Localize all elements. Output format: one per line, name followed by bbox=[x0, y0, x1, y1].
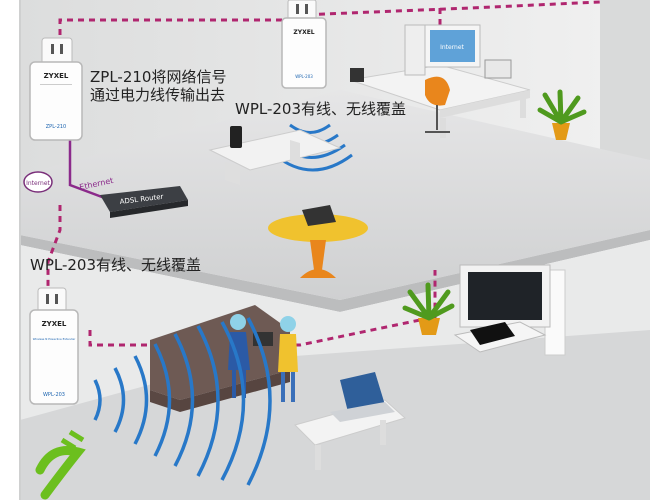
upper-left-desk bbox=[208, 126, 342, 185]
plant-icon bbox=[537, 89, 587, 140]
svg-text:ZYXEL: ZYXEL bbox=[293, 29, 314, 36]
printer-icon bbox=[484, 59, 512, 79]
zpl-210-adapter: ZYXEL ZPL-210 bbox=[29, 61, 83, 141]
wpl-upper-caption: WPL-203有线、无线覆盖 bbox=[235, 100, 407, 118]
laptop-table bbox=[294, 372, 406, 470]
set-top-box-icon bbox=[470, 322, 515, 345]
desk-phone-icon bbox=[350, 68, 364, 82]
people-figures bbox=[228, 314, 298, 402]
svg-text:Wireless N Powerline Extender: Wireless N Powerline Extender bbox=[33, 337, 76, 341]
wifi-waves-icon bbox=[93, 317, 272, 486]
upper-floor bbox=[20, 90, 650, 300]
laptop-icon bbox=[340, 372, 385, 412]
wpl-203-lower-adapter: ZYXEL Wireless N Powerline Extender WPL-… bbox=[29, 309, 79, 405]
svg-text:Internet: Internet bbox=[26, 180, 50, 187]
svg-text:WPL-203: WPL-203 bbox=[43, 392, 65, 398]
wall-outlet-icon bbox=[37, 287, 67, 313]
office-chair bbox=[425, 76, 450, 133]
internet-globe-icon: Internet bbox=[23, 171, 53, 193]
eco-plug-icon bbox=[35, 429, 86, 500]
zpl-caption-line2: 通过电力线传输出去 bbox=[90, 86, 226, 104]
svg-text:WPL-203: WPL-203 bbox=[295, 74, 313, 79]
wall-outlet-icon bbox=[287, 0, 317, 21]
upper-floor-edge bbox=[20, 230, 650, 312]
upper-right-wall bbox=[600, 0, 650, 175]
adsl-router: ADSL Router bbox=[100, 186, 188, 218]
svg-text:ZYXEL: ZYXEL bbox=[44, 72, 69, 80]
tv-set bbox=[453, 264, 566, 356]
svg-text:ZYXEL: ZYXEL bbox=[42, 320, 67, 328]
tablet-icon bbox=[302, 205, 336, 226]
monitor-screen bbox=[430, 30, 475, 62]
wpl-203-upper-adapter: ZYXEL WPL-203 bbox=[281, 17, 327, 89]
plant-icon bbox=[402, 282, 455, 335]
wpl-lower-caption: WPL-203有线、无线覆盖 bbox=[30, 256, 202, 274]
svg-text:ZPL-210: ZPL-210 bbox=[46, 124, 67, 130]
wall-outlet-icon bbox=[41, 37, 73, 65]
round-table bbox=[268, 205, 368, 278]
svg-text:Internet: Internet bbox=[440, 44, 464, 51]
smartphone-icon bbox=[230, 126, 242, 148]
zpl-caption-line1: ZPL-210将网络信号 bbox=[90, 68, 227, 86]
